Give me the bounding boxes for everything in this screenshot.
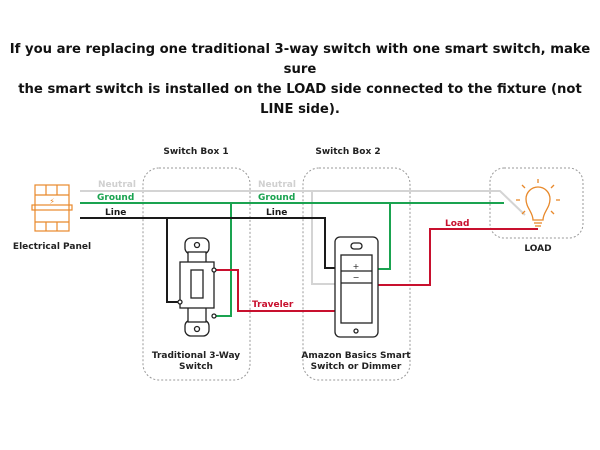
line-label-1: Line bbox=[105, 208, 126, 218]
neutral-wire bbox=[80, 190, 526, 285]
smart-switch-label-2: Switch or Dimmer bbox=[311, 362, 402, 372]
traditional-3-way-switch-icon bbox=[177, 237, 217, 337]
switch-box-1-label: Switch Box 1 bbox=[163, 147, 228, 157]
load-wire-label: Load bbox=[445, 219, 469, 229]
ground-wire bbox=[80, 202, 504, 317]
light-bulb-icon bbox=[516, 179, 560, 227]
switch-box-1 bbox=[142, 167, 251, 381]
traditional-switch-label-1: Traditional 3-Way bbox=[152, 351, 240, 361]
heading-line-1: If you are replacing one traditional 3-w… bbox=[9, 42, 591, 77]
switch-box-2 bbox=[302, 167, 411, 381]
load-wire bbox=[378, 228, 538, 286]
svg-text:−: − bbox=[353, 273, 360, 282]
smart-switch-label-1: Amazon Basics Smart bbox=[301, 351, 411, 361]
heading-line-2: the smart switch is installed on the LOA… bbox=[18, 82, 582, 117]
smart-switch-icon: + − bbox=[334, 236, 379, 338]
line-wire bbox=[80, 217, 336, 303]
neutral-label-1: Neutral bbox=[98, 180, 136, 190]
svg-text:⚡: ⚡ bbox=[49, 197, 55, 206]
instruction-heading: If you are replacing one traditional 3-w… bbox=[0, 40, 600, 120]
ground-label-2: Ground bbox=[258, 193, 295, 203]
svg-text:+: + bbox=[353, 262, 360, 271]
electrical-panel-label: Electrical Panel bbox=[13, 242, 91, 252]
traveler-label: Traveler bbox=[252, 300, 294, 310]
switch-box-2-label: Switch Box 2 bbox=[315, 147, 380, 157]
load-box bbox=[489, 167, 584, 239]
traveler-wire bbox=[214, 269, 336, 312]
electrical-panel-icon: ⚡ bbox=[31, 184, 73, 232]
line-label-2: Line bbox=[266, 208, 287, 218]
ground-label-1: Ground bbox=[97, 193, 134, 203]
neutral-label-2: Neutral bbox=[258, 180, 296, 190]
traditional-switch-label-2: Switch bbox=[179, 362, 213, 372]
load-label: LOAD bbox=[524, 244, 551, 254]
